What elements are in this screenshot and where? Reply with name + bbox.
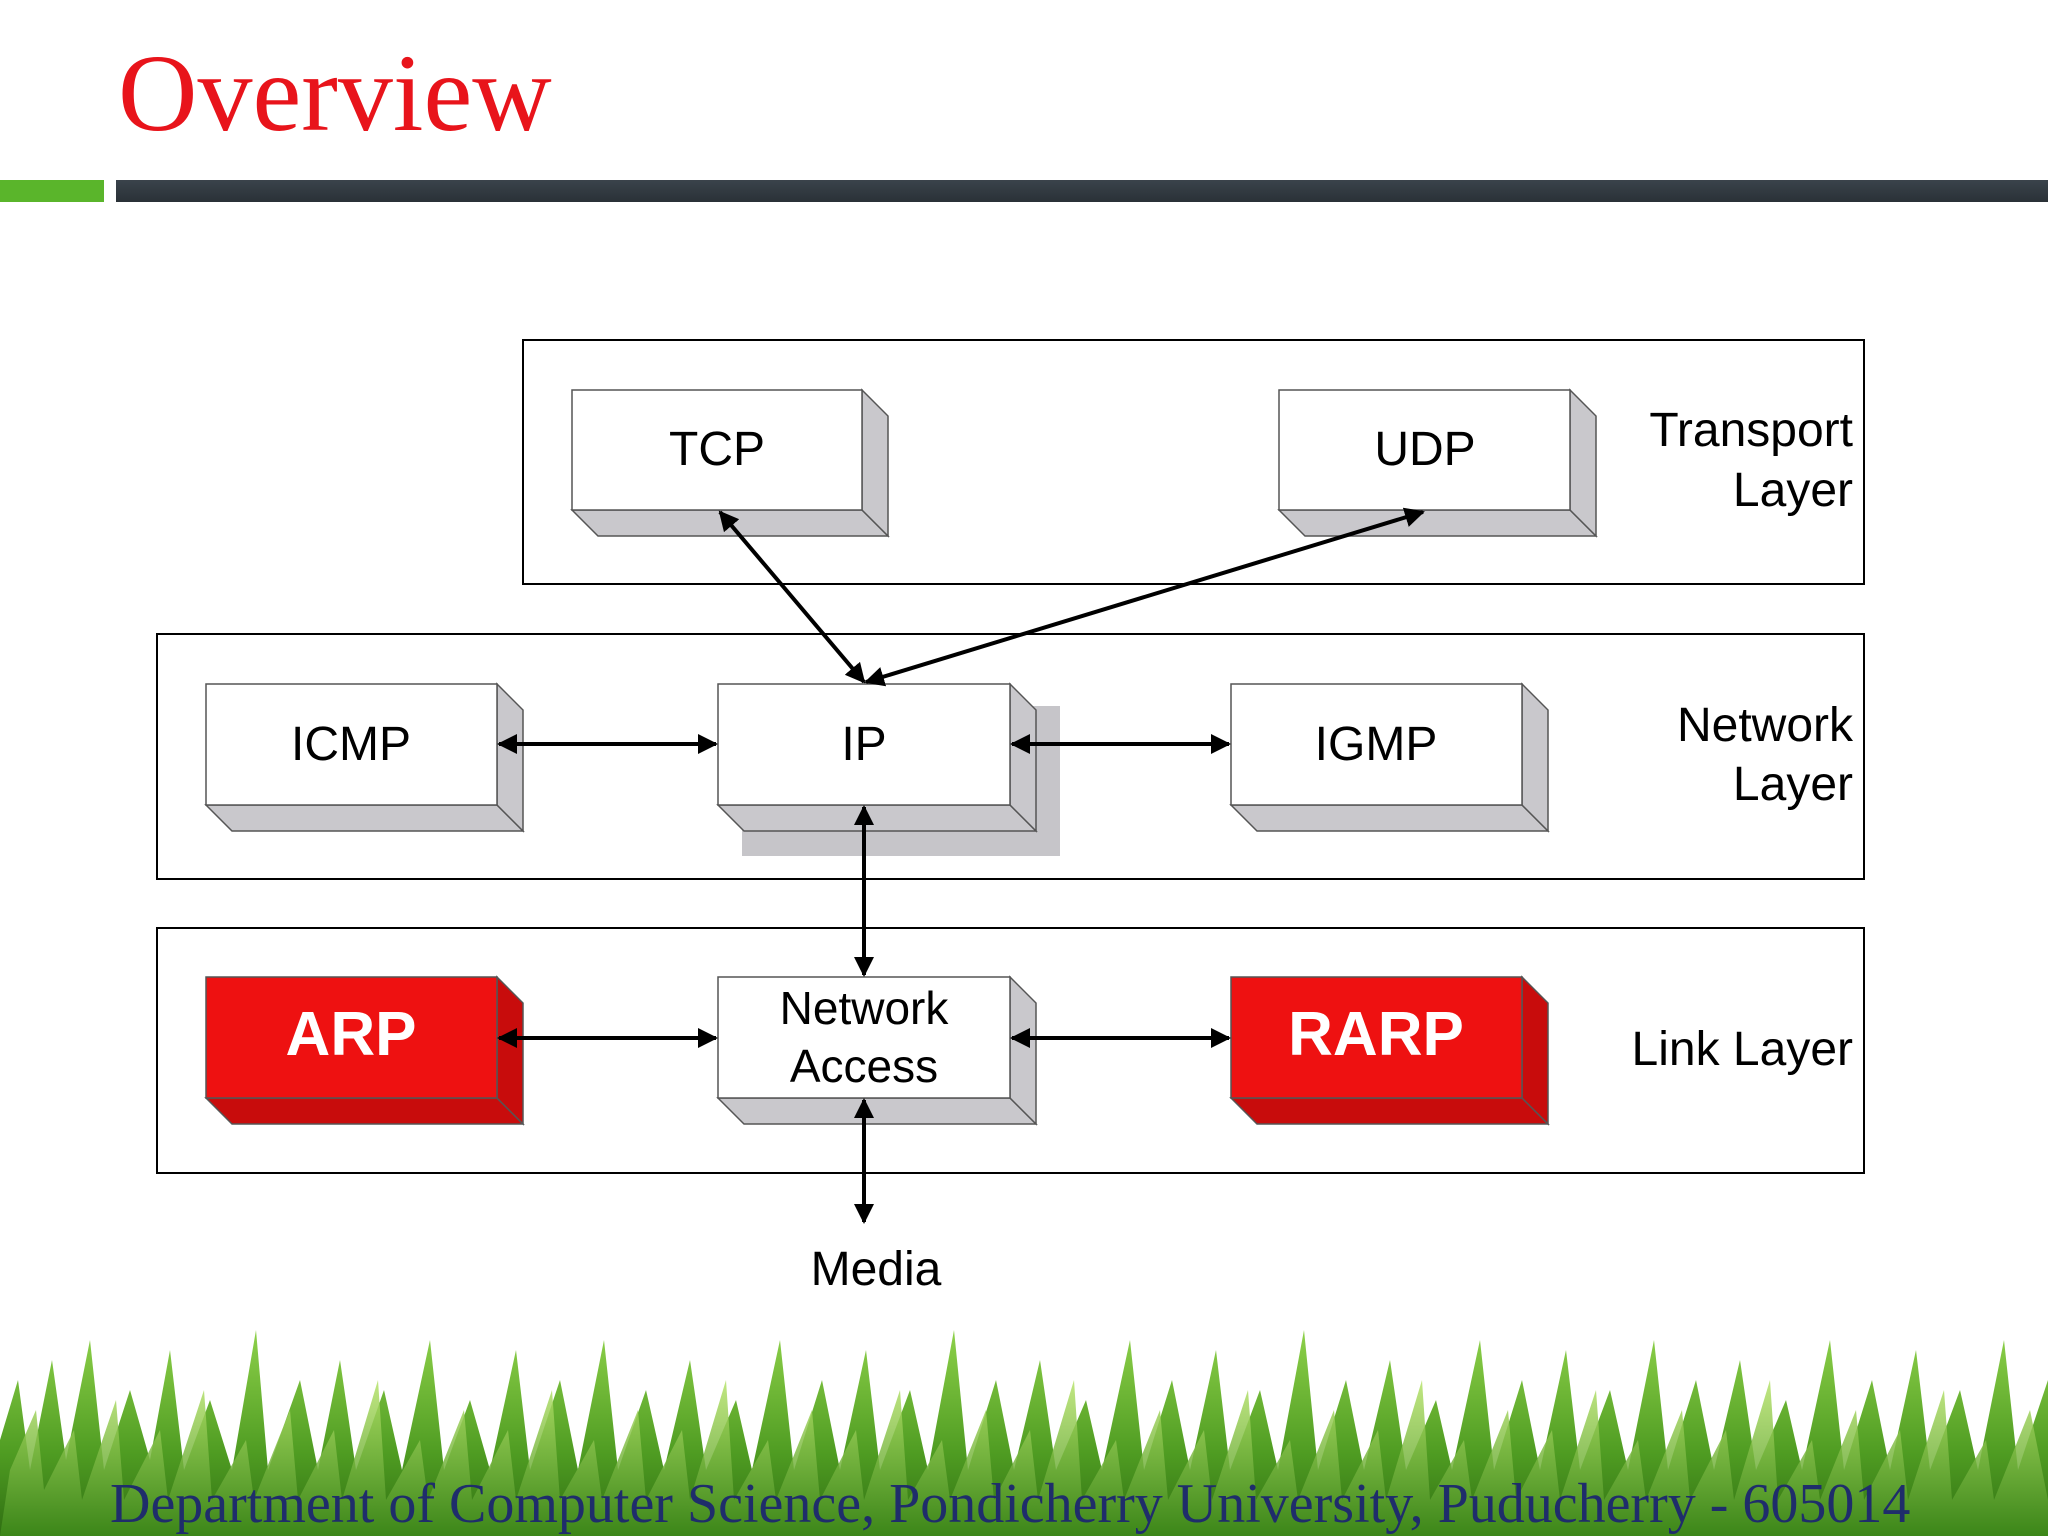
network-access-box: Network Access <box>716 975 1038 1126</box>
igmp-label: IGMP <box>1315 718 1438 771</box>
udp-box: UDP <box>1277 388 1598 538</box>
icmp-box: ICMP <box>204 682 525 833</box>
network-layer-label-2: Layer <box>1733 758 1853 811</box>
grass-decoration <box>0 1330 2048 1536</box>
ip-box: IP <box>716 682 1060 856</box>
rarp-label: RARP <box>1288 1000 1464 1069</box>
network-layer-label-1: Network <box>1677 699 1854 752</box>
network-access-label-2: Access <box>790 1040 938 1092</box>
tcp-box: TCP <box>570 388 890 538</box>
transport-layer-label-2: Layer <box>1733 464 1853 517</box>
arrow-udp-ip <box>864 507 1425 687</box>
footer-department: Department of Computer Science, Pondiche… <box>110 1473 1911 1535</box>
igmp-box: IGMP <box>1229 682 1550 833</box>
udp-label: UDP <box>1374 423 1475 476</box>
accent-bar-dark <box>116 180 2048 202</box>
link-layer-label: Link Layer <box>1632 1023 1853 1076</box>
transport-layer-label-1: Transport <box>1649 404 1853 457</box>
slide-title: Overview <box>118 32 552 154</box>
ip-label: IP <box>841 718 886 771</box>
arp-label: ARP <box>286 1000 417 1069</box>
link-layer-frame <box>156 927 1865 1174</box>
tcp-label: TCP <box>669 423 765 476</box>
rarp-box: RARP <box>1229 975 1550 1126</box>
arrow-tcp-ip <box>718 510 866 684</box>
accent-bar-green <box>0 180 104 202</box>
arp-box: ARP <box>204 975 525 1126</box>
icmp-label: ICMP <box>291 718 411 771</box>
media-label: Media <box>811 1243 942 1296</box>
network-access-label-1: Network <box>780 982 950 1034</box>
